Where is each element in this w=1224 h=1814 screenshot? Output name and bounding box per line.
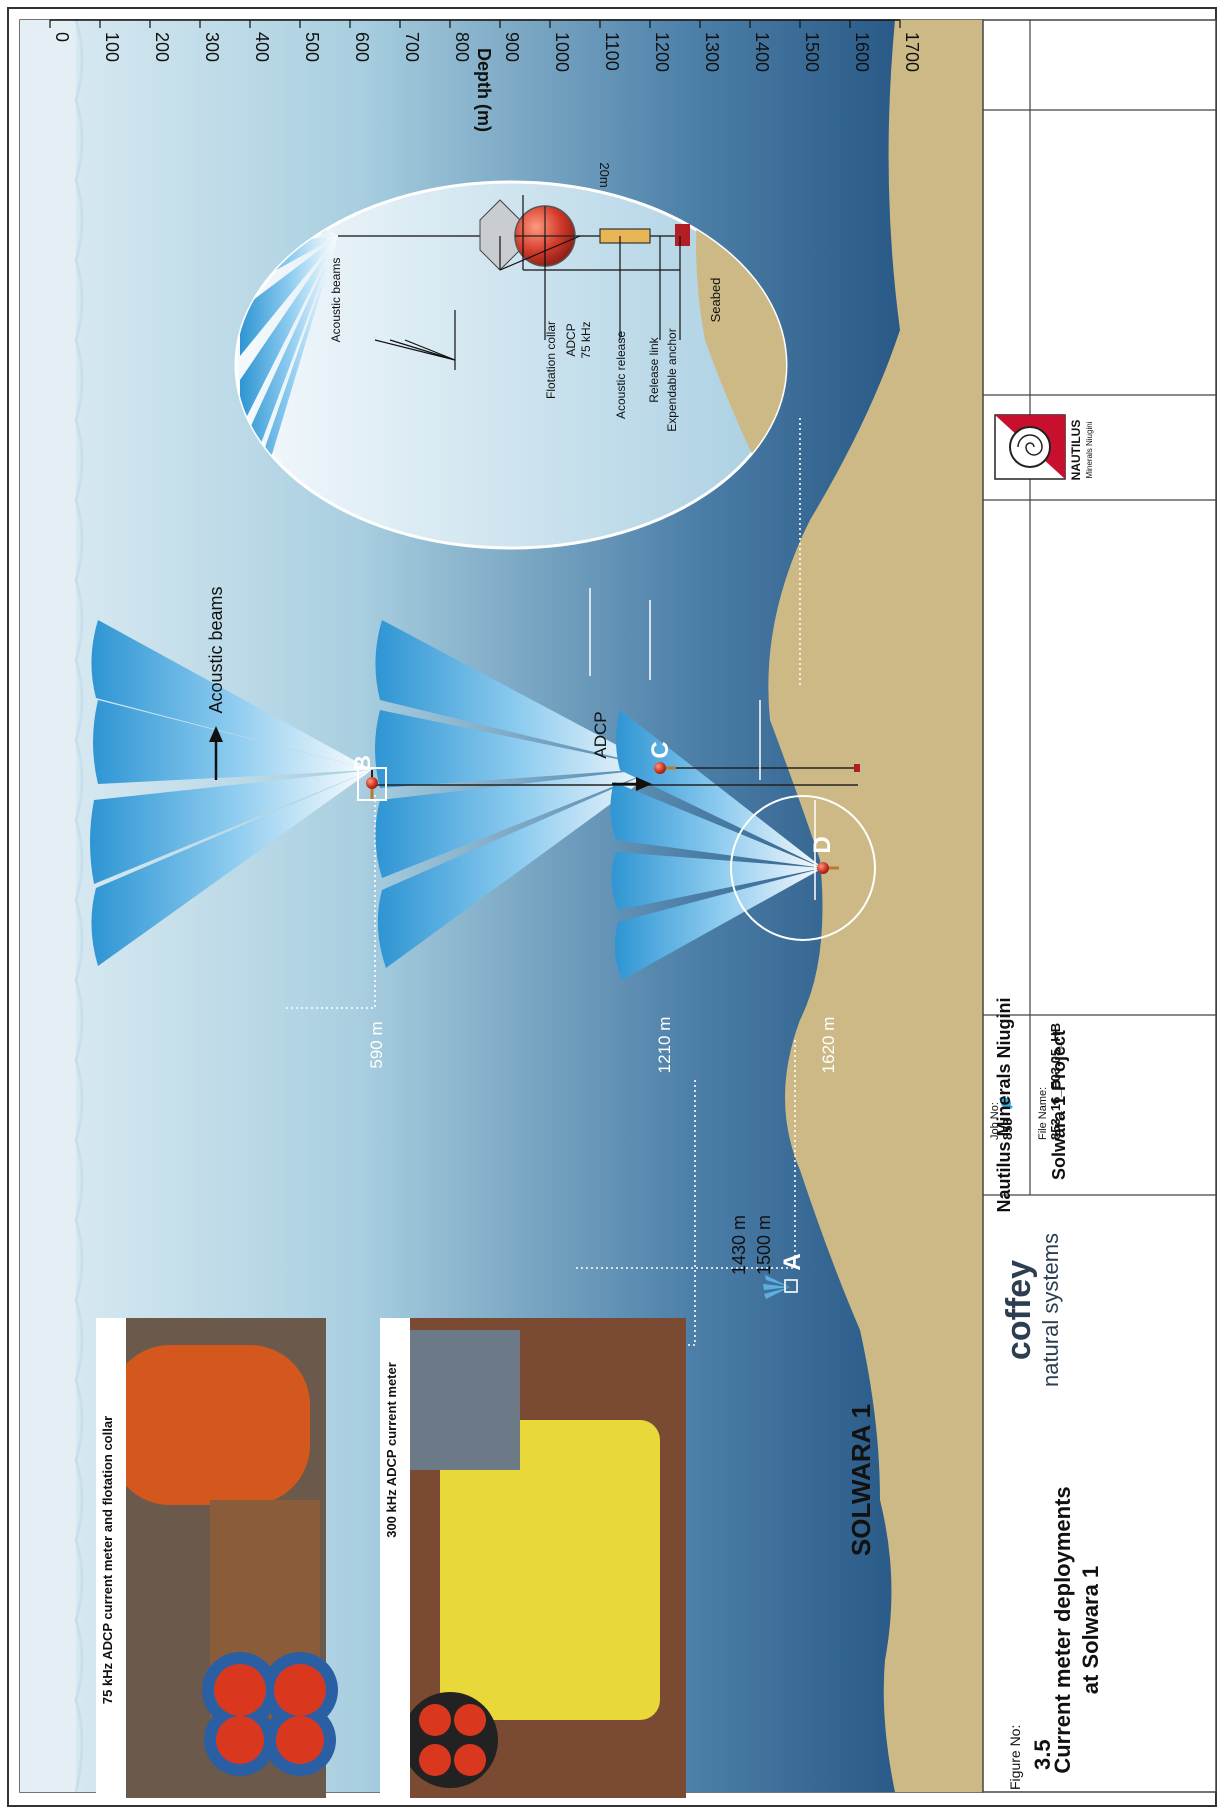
mooring-a-label: A — [779, 1253, 806, 1270]
figure-no: 3.5 — [1030, 1739, 1055, 1770]
figure-title-line2: at Solwara 1 — [1078, 1566, 1103, 1694]
depth-tick-label: 1700 — [902, 32, 922, 72]
depth-tick-label: 900 — [502, 32, 522, 62]
depth-tick-label: 1500 — [802, 32, 822, 72]
figure-no-label: Figure No: — [1007, 1725, 1023, 1790]
depth-reference-lines — [589, 588, 816, 900]
depth-tick-label: 600 — [352, 32, 372, 62]
mooring-a-depth-1: 1430 m — [729, 1215, 749, 1275]
nautilus-logo-name: NAUTILUS — [1069, 420, 1083, 481]
wave-line — [74, 20, 84, 1792]
depth-tick-label: 800 — [452, 32, 472, 62]
depth-tick-label: 1300 — [702, 32, 722, 72]
nautilus-logo-sub: Minerals Niugini — [1085, 421, 1094, 478]
figure-title-line1: Current meter deployments — [1050, 1486, 1075, 1773]
photo-75khz-caption: 75 kHz ADCP current meter and flotation … — [100, 1416, 115, 1704]
mooring-b-beams-up — [90, 620, 373, 966]
mooring-a-depth-2: 1500 m — [754, 1215, 774, 1275]
mooring-c-depth: 1210 m — [655, 1017, 674, 1074]
depth-tick-label: 400 — [252, 32, 272, 62]
mooring-b-label: B — [350, 755, 375, 771]
acoustic-beams-label: Acoustic beams — [206, 586, 226, 713]
coffey-logo-sub: natural systems — [1038, 1233, 1063, 1387]
site-label: SOLWARA 1 — [846, 1404, 876, 1556]
mooring-c-label: C — [647, 741, 674, 758]
depth-tick-label: 1100 — [602, 32, 622, 71]
photo-300khz — [380, 1318, 686, 1798]
detail-anchor — [675, 224, 690, 246]
depth-tick-label: 1200 — [652, 32, 672, 72]
depth-tick-label: 200 — [152, 32, 172, 62]
detail-instrument — [338, 199, 690, 271]
coffey-logo-icon — [999, 1096, 1013, 1110]
instrument-c — [654, 762, 676, 774]
mooring-d-label: D — [809, 836, 836, 853]
instrument-d — [730, 795, 876, 941]
adcp-pointer — [612, 777, 652, 791]
detail-release-link-label: Release link — [647, 336, 661, 402]
photo-300khz-caption: 300 kHz ADCP current meter — [384, 1362, 399, 1538]
job-no: 853 — [1000, 1118, 1015, 1140]
file-name: 853_16_F03.05_HB — [1048, 1023, 1063, 1140]
depth-axis: 0 100 200 300 400 500 600 700 800 900 1000 1100 1200… — [49, 19, 922, 72]
detail-adcp-freq: 75 kHz — [579, 321, 593, 358]
instrument-a — [784, 1279, 798, 1293]
job-no-label: Job No: — [989, 1102, 1001, 1140]
mooring-d-depth: 1620 m — [819, 1017, 838, 1074]
project-name: Solwara 1 Project — [1049, 1030, 1069, 1180]
title-block — [982, 19, 1217, 1793]
mooring-c-pointer-label: ADCP — [591, 711, 610, 758]
mooring-c-anchor — [854, 764, 860, 772]
mooring-c-beams — [375, 620, 660, 968]
detail-adcp-label: ADCP — [564, 323, 578, 356]
depth-tick-label: 100 — [102, 32, 122, 62]
nautilus-logo-icon — [994, 414, 1066, 480]
detail-seabed-label: Seabed — [708, 278, 723, 323]
seabed — [768, 20, 983, 1792]
mooring-b-depth: 590 m — [367, 1021, 386, 1068]
detail-release-label: Acoustic release — [614, 331, 628, 419]
sea-surface — [20, 20, 76, 1792]
detail-dimension-label: 20m — [597, 162, 612, 187]
file-name-label: File Name: — [1037, 1087, 1049, 1140]
depth-tick-label: 0 — [52, 32, 72, 42]
depth-tick-label: 300 — [202, 32, 222, 62]
detail-beams-label: Acoustic beams — [329, 258, 343, 343]
client-name: Nautilus Minerals Niugini — [994, 997, 1014, 1212]
depth-tick-label: 1600 — [852, 32, 872, 72]
photo-75khz — [96, 1318, 338, 1798]
mooring-a-beams — [763, 1275, 790, 1299]
detail-anchor-label: Expendable anchor — [665, 328, 679, 431]
detail-flotation-label: Flotation collar — [544, 321, 558, 399]
instrument-b — [357, 767, 387, 801]
depth-tick-label: 700 — [402, 32, 422, 62]
depth-tick-label: 500 — [302, 32, 322, 62]
mooring-d-beams — [610, 710, 823, 980]
detail-locator-circle — [730, 795, 876, 941]
depth-axis-label: Depth (m) — [474, 48, 494, 132]
acoustic-beams-pointer — [209, 726, 223, 780]
depth-tick-label: 1400 — [752, 32, 772, 72]
detail-leaders — [374, 195, 681, 370]
depth-tick-label: 1000 — [552, 32, 572, 72]
coffey-logo-name: coffey — [1000, 1260, 1038, 1360]
